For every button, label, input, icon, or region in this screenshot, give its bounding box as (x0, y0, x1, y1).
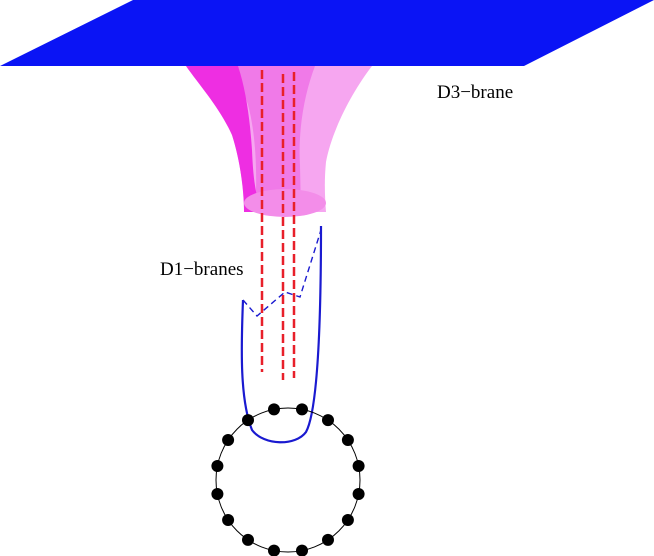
ring-dot (352, 488, 365, 500)
funnel-dark-edge (186, 66, 262, 212)
ring-dot (268, 403, 280, 416)
ring-dot (242, 533, 254, 546)
d3-brane-label: D3−brane (437, 82, 513, 103)
ring-dot (322, 533, 334, 546)
ring-dot (211, 488, 224, 500)
ring-dot (296, 544, 308, 556)
ring-dot (268, 544, 280, 556)
ring-dot (222, 514, 235, 526)
ring-dot (352, 460, 365, 472)
d1-brane-strings (260, 70, 296, 380)
ring-dot (211, 460, 224, 472)
dotted-ring (211, 403, 365, 556)
d3-brane-plane (0, 0, 654, 66)
blue-loop-solid (240, 225, 323, 444)
funnel-spike (186, 66, 372, 217)
ring-dot (322, 414, 334, 427)
blue-loop-dashed (242, 229, 322, 317)
ring-dot (222, 434, 235, 446)
ring-dot (341, 514, 354, 526)
funnel-bottom (244, 189, 326, 217)
d1-branes-label: D1−branes (160, 259, 244, 280)
ring-circle (215, 407, 361, 553)
ring-dot (341, 434, 354, 446)
ring-dots (211, 403, 365, 556)
ring-dot (296, 403, 308, 416)
ring-dot (242, 414, 254, 427)
